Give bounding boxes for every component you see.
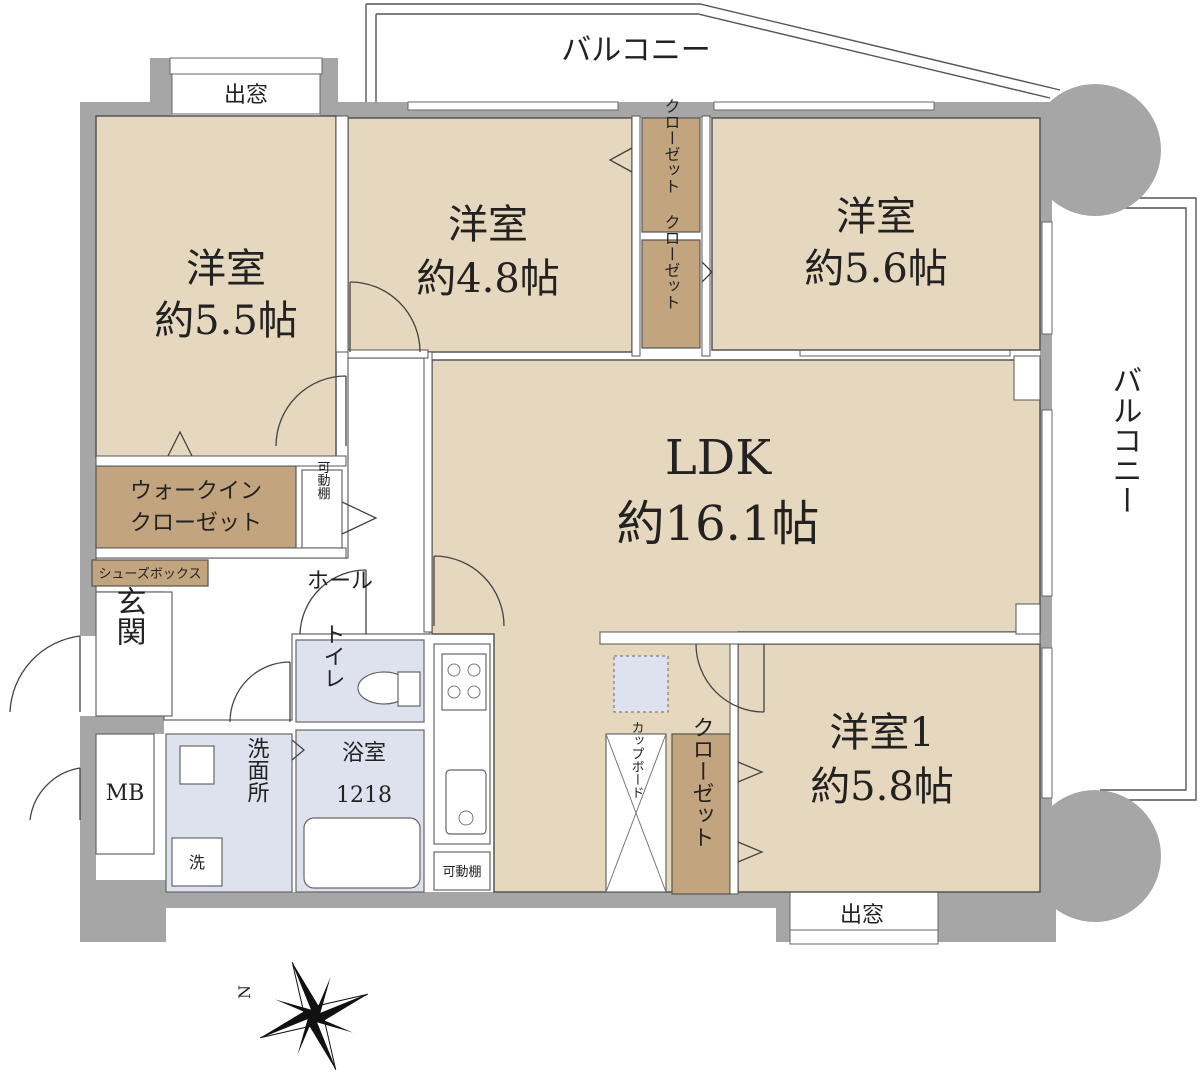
bathtub: [303, 817, 421, 889]
bathroom-label: 浴室: [342, 741, 386, 766]
partitions: [95, 115, 1041, 895]
cupboard-label: カップボード: [629, 721, 644, 799]
column-top-right: [1029, 84, 1161, 216]
room-name-western-ne: 洋室: [836, 194, 916, 240]
bay-window-bottom-label: 出窓: [840, 903, 884, 928]
movable-shelf-kitchen: [433, 851, 491, 891]
washer-label: 洗: [189, 853, 205, 872]
room-size-western-nw: 約5.5帖: [154, 298, 298, 344]
balcony-top: [365, 3, 1061, 102]
compass: [260, 962, 368, 1070]
bathroom-size-label: 1218: [336, 783, 392, 808]
sink: [445, 769, 487, 835]
closet-c: [671, 733, 731, 895]
bay-window-bottom: [789, 891, 939, 945]
room-name-western-1: 洋室1: [829, 710, 934, 756]
toilet-tank: [397, 671, 421, 707]
movable-shelf-vertical-label: 可動棚: [315, 461, 331, 500]
hall-label: ホール: [307, 569, 373, 594]
meter-box: [95, 733, 155, 855]
room-western-ne: [711, 117, 1041, 351]
bay-window-top: [169, 57, 323, 115]
room-name-western-north: 洋室: [448, 202, 528, 248]
shoe-box: [91, 559, 209, 587]
room-size-ldk: 約16.1帖: [617, 496, 820, 552]
entrance-label: 玄関: [111, 586, 146, 646]
movable-shelf-kitchen-label: 可動棚: [442, 865, 481, 880]
closet-b-label: クローゼット: [662, 214, 681, 310]
closet-c-label: クローゼット: [689, 716, 714, 848]
wash-basin: [179, 745, 215, 785]
walk-in-closet-label-1: ウォークイン: [130, 479, 262, 504]
walk-in-closet-label-2: クローゼット: [130, 511, 262, 536]
closet-a-label: クローゼット: [662, 98, 681, 194]
bay-window-top-label: 出窓: [224, 83, 268, 108]
room-western-1: [737, 643, 1041, 893]
room-name-ldk: LDK: [665, 430, 772, 486]
stove: [441, 653, 487, 711]
room-size-western-north: 約4.8帖: [416, 256, 560, 302]
balcony-right: [1100, 197, 1197, 801]
toilet-label: トイレ: [320, 623, 345, 689]
room-name-western-nw: 洋室: [186, 246, 266, 292]
cupboard-cross: [605, 733, 667, 893]
washer-space: [171, 837, 223, 887]
entrance: [95, 591, 173, 717]
windows: [407, 101, 1053, 799]
balcony-right-label: バルコニー: [1107, 365, 1142, 515]
fridge-space: [613, 655, 669, 713]
meter-box-label: MB: [106, 781, 145, 806]
room-size-western-ne: 約5.6帖: [804, 246, 948, 292]
doors: [9, 147, 765, 863]
shoe-box-label: シューズボックス: [99, 566, 202, 582]
compass-north-label: N: [235, 985, 254, 999]
column-bottom-right: [1029, 790, 1161, 922]
balcony-top-label: バルコニー: [561, 33, 710, 68]
closet-b: [641, 239, 701, 349]
room-western-nw: [95, 115, 337, 459]
room-size-western-1: 約5.8帖: [810, 764, 954, 810]
closet-a: [641, 117, 701, 233]
washroom-label: 洗面所: [244, 737, 270, 803]
